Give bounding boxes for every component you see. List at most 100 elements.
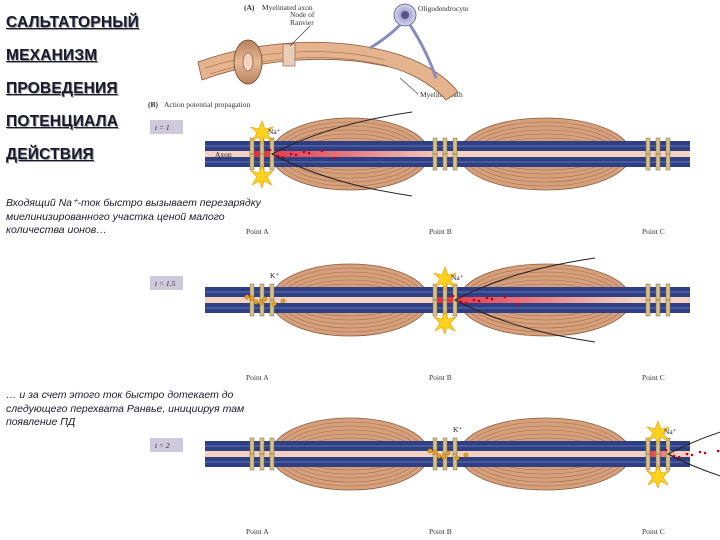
ion-channel [645, 453, 651, 471]
na-ion [490, 297, 494, 301]
na-ion [703, 451, 707, 455]
na-ion [664, 448, 668, 452]
caption-na-current: Входящий Na⁺-ток быстро вызывает перезар… [6, 197, 261, 236]
activation-flash [433, 310, 457, 335]
na-ion [685, 452, 689, 456]
na-ion [464, 301, 468, 305]
time-label: t = 1.5 [155, 279, 176, 288]
time-label: t = 2 [155, 441, 170, 450]
ion-channel [269, 153, 275, 171]
ion-channel [645, 137, 651, 155]
na-ion-label: Na⁺ [664, 427, 677, 436]
axon-core [242, 52, 254, 72]
na-ion [472, 298, 476, 302]
na-ion [698, 450, 702, 454]
activation-flash [646, 464, 670, 489]
na-ion [281, 155, 285, 159]
activation-flash [250, 120, 274, 145]
ion-channel [249, 299, 255, 317]
ap-propagation-label: Action potential propagation [164, 100, 250, 109]
axon-label: Axon [215, 150, 232, 159]
ion-channel [665, 153, 671, 171]
na-ion [485, 296, 489, 300]
ion-channel [452, 153, 458, 171]
oligodendrocyte-process [369, 23, 438, 79]
k-ion [249, 295, 255, 301]
title-line-4: ПОТЕНЦИАЛА [6, 113, 119, 130]
ion-channel [645, 299, 651, 317]
ion-channel [269, 283, 275, 301]
k-ion [253, 299, 259, 305]
k-ion-label: K⁺ [270, 271, 279, 280]
k-ion [258, 300, 264, 306]
na-ion [477, 299, 481, 303]
ion-channel [452, 137, 458, 155]
k-ion [244, 294, 250, 300]
ion-channel [432, 137, 438, 155]
point-label-a: Point A [246, 227, 269, 236]
axon-sheath-shape [197, 41, 459, 101]
point-label-b: Point B [429, 527, 452, 536]
time-label: t = 1 [155, 123, 170, 132]
activation-flash [646, 420, 670, 445]
ion-channel [655, 283, 661, 301]
time-badge [150, 438, 183, 452]
node-pointer [289, 25, 311, 47]
node-of-ranvier-label-2: Ranvier [290, 18, 314, 27]
ion-channel [442, 453, 448, 471]
node-gap [282, 43, 296, 67]
title-line-2: МЕХАНИЗМ [6, 47, 98, 64]
na-ion [716, 449, 720, 453]
k-ion [271, 301, 277, 307]
slide-title: САЛЬТАТОРНЫЙ МЕХАНИЗМ ПРОВЕДЕНИЯ ПОТЕНЦИ… [6, 14, 156, 179]
na-ion [503, 295, 507, 299]
k-ion [454, 455, 460, 461]
ion-channel [249, 453, 255, 471]
ion-channel [269, 299, 275, 317]
ion-channel [269, 453, 275, 471]
na-ion [451, 294, 455, 298]
point-label-c: Point C [642, 227, 665, 236]
ion-channel [259, 437, 265, 455]
panel-a-label: (A) [244, 3, 255, 12]
point-label-a: Point A [246, 527, 269, 536]
sheath-lamellae [204, 51, 389, 75]
k-ion [463, 452, 469, 458]
k-ion [441, 454, 447, 460]
point-label-c: Point C [642, 373, 665, 382]
ion-channel [665, 283, 671, 301]
ion-channel [269, 437, 275, 455]
k-ion [280, 298, 286, 304]
ion-channel [655, 299, 661, 317]
ion-channel [452, 437, 458, 455]
current-arrow-up [667, 431, 720, 455]
current-arrow-down [667, 453, 720, 477]
ion-channel [442, 137, 448, 155]
title-line-5: ДЕЙСТВИЯ [6, 146, 94, 163]
ion-channel [452, 299, 458, 317]
ion-channel [259, 453, 265, 471]
na-ion [268, 148, 272, 152]
na-ion [294, 153, 298, 157]
ion-channel [452, 453, 458, 471]
panel-b-label: (B) [148, 100, 159, 109]
ion-channel [432, 299, 438, 317]
point-label-b: Point B [429, 373, 452, 382]
sheath-pointer [399, 77, 419, 95]
title-line-3: ПРОВЕДЕНИЯ [6, 80, 118, 97]
time-badge [150, 276, 183, 290]
node-of-ranvier-label-1: Node of [290, 10, 315, 19]
current-arrow-down [454, 299, 596, 343]
k-ion [262, 296, 268, 302]
ion-channel [645, 283, 651, 301]
point-label-b: Point B [429, 227, 452, 236]
k-ion-label: K⁺ [453, 425, 462, 434]
activation-flash [250, 164, 274, 189]
ion-channel [442, 153, 448, 171]
ion-channel [665, 299, 671, 317]
title-line-1: САЛЬТАТОРНЫЙ [6, 14, 139, 31]
